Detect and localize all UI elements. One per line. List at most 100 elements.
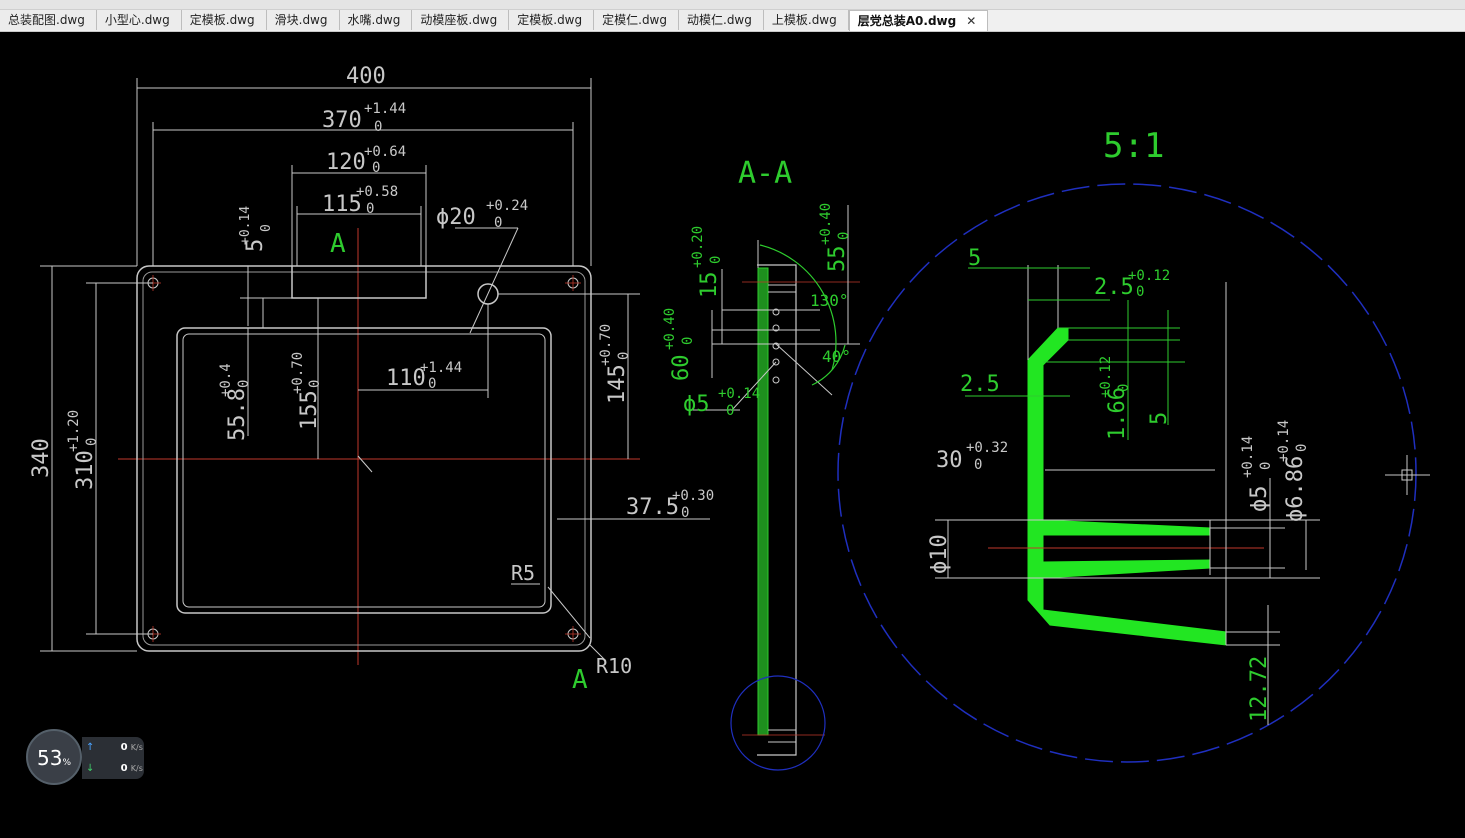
tab-file-active[interactable]: 层党总装A0.dwg ✕ [848, 10, 989, 31]
tab-file[interactable]: 总装配图.dwg [0, 10, 97, 30]
pocket-inner-outline [182, 333, 546, 608]
tab-label: 总装配图.dwg [8, 13, 85, 27]
detail-view-5-1: 5:1 [837, 126, 1430, 763]
detail-dim-phi5-tol: +0.14 [1240, 436, 1256, 478]
section-title: A-A [738, 156, 792, 191]
detail-dim-phi5-low: 0 [1258, 462, 1274, 470]
dim-120-tol: +0.64 [364, 144, 406, 160]
tab-file[interactable]: 动模座板.dwg [412, 10, 510, 30]
dim-310: 310 [73, 450, 98, 490]
document-tab-bar: 总装配图.dwg 小型心.dwg 定模板.dwg 滑块.dwg 水嘴.dwg 动… [0, 0, 1465, 32]
dim-5-tol: +0.14 [238, 206, 253, 245]
plate-outline [136, 265, 592, 652]
sec-dim-15-low: 0 [708, 256, 724, 264]
dim-37-5-low: 0 [681, 505, 689, 521]
tab-file[interactable]: 动模仁.dwg [679, 10, 764, 30]
dim-115-tol: +0.58 [356, 184, 398, 200]
dim-5-low: 0 [259, 224, 274, 232]
tab-label: 上模板.dwg [771, 13, 837, 27]
sec-dim-60-tol: +0.40 [662, 308, 678, 350]
detail-dim-2-5-low: 0 [1136, 284, 1144, 300]
usage-percent: 53 [36, 746, 63, 770]
close-tab-icon[interactable]: ✕ [966, 14, 977, 28]
sec-dim-phi5: ϕ5 [683, 392, 710, 417]
tab-label: 水嘴.dwg [347, 13, 401, 27]
sec-angle-40: 40° [822, 347, 851, 366]
dim-120: 120 [326, 150, 366, 175]
tab-label: 动模仁.dwg [687, 13, 752, 27]
detail-dim-phi6-86: ϕ6.86 [1283, 456, 1308, 522]
detail-dim-2-5-top: 2.5 [1094, 275, 1134, 300]
detail-dim-1-66: 1.66 [1105, 387, 1130, 440]
tab-file[interactable]: 定模仁.dwg [594, 10, 679, 30]
section-mark-a-top: A [330, 229, 346, 259]
drawing-canvas[interactable]: 400 370 +1.44 0 120 +0.64 0 115 +0.58 0 … [0, 31, 1465, 838]
dim-55-8-tol: +0.4 [218, 363, 234, 397]
upload-arrow-icon: ↑ [86, 742, 95, 753]
dim-310-low: 0 [84, 438, 100, 446]
tab-label: 层党总装A0.dwg [857, 14, 957, 28]
sec-dim-55: 55 [825, 246, 850, 273]
detail-dim-2-5: 2.5 [960, 372, 1000, 397]
detail-dim-1-66-low: 0 [1116, 384, 1132, 392]
dim-55-8-low: 0 [236, 380, 252, 388]
detail-scale-label: 5:1 [1103, 126, 1164, 166]
detail-dim-phi6-86-tol: +0.14 [1276, 420, 1292, 462]
tab-file[interactable]: 上模板.dwg [763, 10, 849, 30]
dim-120-low: 0 [372, 160, 380, 176]
pocket-outline [176, 327, 552, 614]
dim-115-low: 0 [366, 201, 374, 217]
network-speed-widget[interactable]: 53% ↑ 0 K/s ↓ 0 K/s [26, 729, 146, 787]
section-mark-a-bottom: A [572, 665, 588, 695]
dim-145-low: 0 [616, 352, 632, 360]
tab-file[interactable]: 小型心.dwg [96, 10, 182, 30]
dim-5: 5 [243, 239, 268, 252]
sec-dim-60-low: 0 [680, 337, 696, 345]
dim-155: 155 [297, 390, 322, 430]
tab-file[interactable]: 滑块.dwg [266, 10, 340, 30]
detail-dim-30: 30 [936, 448, 963, 473]
sec-dim-phi5-tol: +0.14 [718, 386, 760, 402]
usage-percent-sign: % [62, 758, 71, 768]
tab-file[interactable]: 定模板.dwg [509, 10, 595, 30]
dim-155-tol: +0.70 [290, 352, 306, 394]
tab-file[interactable]: 定模板.dwg [181, 10, 267, 30]
dim-110: 110 [386, 366, 426, 391]
sec-dim-phi5-low: 0 [726, 403, 734, 419]
speed-readout: ↑ 0 K/s ↓ 0 K/s [82, 737, 144, 779]
gate-slot [291, 266, 427, 299]
detail-dim-5: 5 [968, 246, 981, 271]
detail-dim-12-72: 12.72 [1247, 656, 1272, 722]
dim-r10: R10 [596, 654, 632, 678]
dim-145: 145 [605, 364, 630, 404]
dim-phi20: ϕ20 [436, 205, 476, 230]
sec-angle-130: 130° [810, 291, 849, 310]
tab-label: 定模仁.dwg [602, 13, 667, 27]
download-speed: 0 [120, 763, 128, 774]
tab-file[interactable]: 水嘴.dwg [339, 10, 413, 30]
tab-label: 定模板.dwg [189, 13, 255, 27]
detail-dim-1-66-tol: +0.12 [1098, 356, 1114, 398]
dim-155-low: 0 [307, 380, 323, 388]
dim-37-5: 37.5 [626, 495, 679, 520]
dim-110-low: 0 [428, 376, 436, 392]
detail-circle [837, 183, 1417, 763]
detail-dim-30-low: 0 [974, 457, 982, 473]
upload-row: ↑ 0 K/s [82, 737, 144, 758]
dim-370-tol: +1.44 [364, 101, 406, 117]
tab-label: 定模板.dwg [517, 13, 583, 27]
download-arrow-icon: ↓ [86, 763, 95, 774]
download-row: ↓ 0 K/s [82, 758, 144, 779]
detail-dim-phi6-86-low: 0 [1294, 444, 1310, 452]
plan-view: 400 370 +1.44 0 120 +0.64 0 115 +0.58 0 … [29, 64, 714, 695]
detail-dim-phi10: ϕ10 [927, 534, 952, 574]
dim-phi20-tol: +0.24 [486, 198, 528, 214]
upload-speed: 0 [120, 742, 128, 753]
dim-115: 115 [322, 192, 362, 217]
tab-label: 动模座板.dwg [420, 13, 498, 27]
dim-370: 370 [322, 108, 362, 133]
sec-dim-15-tol: +0.20 [690, 226, 706, 268]
sec-dim-55-tol: +0.40 [818, 203, 834, 245]
detail-dim-2-5-tol: +0.12 [1128, 268, 1170, 284]
detail-dim-phi5: ϕ5 [1247, 486, 1272, 513]
